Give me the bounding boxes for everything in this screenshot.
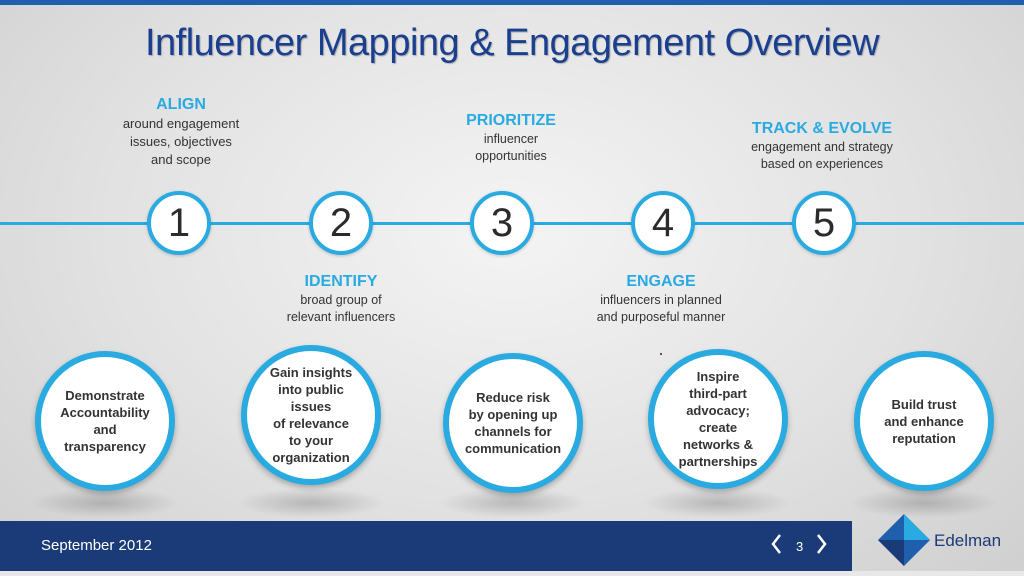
- chevron-right-icon[interactable]: [816, 533, 828, 561]
- benefit-text-line: of relevance: [273, 416, 349, 431]
- benefit-text-line: into public issues: [278, 382, 344, 414]
- step-number-3: 3: [470, 191, 534, 255]
- benefit-text-line: to your: [288, 433, 334, 448]
- step-desc-align-line2: issues, objectives: [130, 134, 232, 149]
- benefit-text-line: channels for: [474, 424, 552, 439]
- benefit-text-line: third-part: [689, 386, 747, 401]
- step-desc-engage-line2: and purposeful manner: [596, 310, 726, 324]
- step-number-1: 1: [147, 191, 211, 255]
- benefit-text-line: Accountability and: [60, 405, 150, 437]
- step-heading-track: TRACK & EVOLVE: [751, 120, 893, 137]
- page-number: 3: [796, 539, 804, 554]
- step-desc-prioritize-line1: influencer: [483, 132, 539, 146]
- step-desc-identify-line1: broad group of: [300, 293, 382, 307]
- benefit-text-line: by opening up: [468, 407, 558, 422]
- step-heading-identify: IDENTIFY: [304, 273, 378, 290]
- benefit-text-line: reputation: [892, 430, 956, 446]
- step-label-engage: ENGAGE influencers in planned and purpos…: [561, 272, 761, 326]
- bottom-strip: [0, 571, 1024, 576]
- benefit-text-line: partnerships: [678, 454, 758, 469]
- edelman-logo-mark-icon: [878, 514, 930, 566]
- benefit-text-line: Demonstrate: [65, 388, 145, 403]
- step-label-track: TRACK & EVOLVE engagement and strategy b…: [722, 119, 922, 173]
- edelman-logo-text: Edelman: [934, 531, 1002, 550]
- benefit-shadow: [849, 488, 999, 518]
- step-label-identify: IDENTIFY broad group of relevant influen…: [241, 272, 441, 326]
- step-label-align: ALIGN around engagement issues, objectiv…: [81, 95, 281, 169]
- benefit-shadow: [438, 488, 588, 518]
- benefit-circle-trust: Build trust and enhance reputation: [854, 351, 994, 491]
- benefit-text-line: Inspire: [696, 369, 740, 384]
- benefit-circle-insights: Gain insights into public issues of rele…: [241, 345, 381, 485]
- benefit-circle-accountability: Demonstrate Accountability and transpare…: [35, 351, 175, 491]
- benefit-text-line: transparency: [64, 439, 146, 454]
- benefit-circle-risk: Reduce risk by opening up channels for c…: [443, 353, 583, 493]
- step-number-4: 4: [631, 191, 695, 255]
- benefit-text-line: Reduce risk: [476, 390, 550, 405]
- benefit-shadow: [30, 488, 180, 518]
- footer-date: September 2012: [41, 537, 152, 554]
- chevron-left-icon[interactable]: [770, 533, 782, 561]
- benefit-text-line: networks &: [682, 437, 754, 452]
- benefit-text-line: advocacy; create: [686, 403, 750, 435]
- page-title: Influencer Mapping & Engagement Overview: [144, 22, 880, 64]
- edelman-logo: [878, 512, 1008, 568]
- benefit-text-line: Gain insights: [269, 365, 353, 380]
- benefit-shadow: [643, 488, 793, 518]
- step-desc-align-line3: and scope: [151, 152, 211, 167]
- step-heading-align: ALIGN: [156, 96, 206, 113]
- benefit-circle-advocacy: Inspire third-part advocacy; create netw…: [648, 349, 788, 489]
- benefit-text-line: Build trust: [891, 396, 957, 412]
- benefit-text-line: and enhance: [884, 413, 964, 429]
- step-desc-track-line1: engagement and strategy: [751, 140, 893, 154]
- step-desc-track-line2: based on experiences: [760, 157, 884, 171]
- step-number-2: 2: [309, 191, 373, 255]
- step-number-5: 5: [792, 191, 856, 255]
- benefit-text-line: communication: [464, 441, 562, 456]
- benefit-text-line: organization: [272, 450, 350, 465]
- step-desc-identify-line2: relevant influencers: [286, 310, 396, 324]
- step-heading-prioritize: PRIORITIZE: [466, 112, 556, 129]
- footer-bar: September 2012 3: [0, 521, 852, 571]
- step-label-prioritize: PRIORITIZE influencer opportunities: [411, 111, 611, 165]
- step-heading-engage: ENGAGE: [626, 273, 696, 290]
- step-desc-engage-line1: influencers in planned: [600, 293, 722, 307]
- benefit-shadow: [236, 488, 386, 518]
- top-accent-bar: [0, 0, 1024, 5]
- stray-dot: [660, 353, 662, 355]
- step-desc-align-line1: around engagement: [122, 116, 240, 131]
- step-desc-prioritize-line2: opportunities: [475, 149, 547, 163]
